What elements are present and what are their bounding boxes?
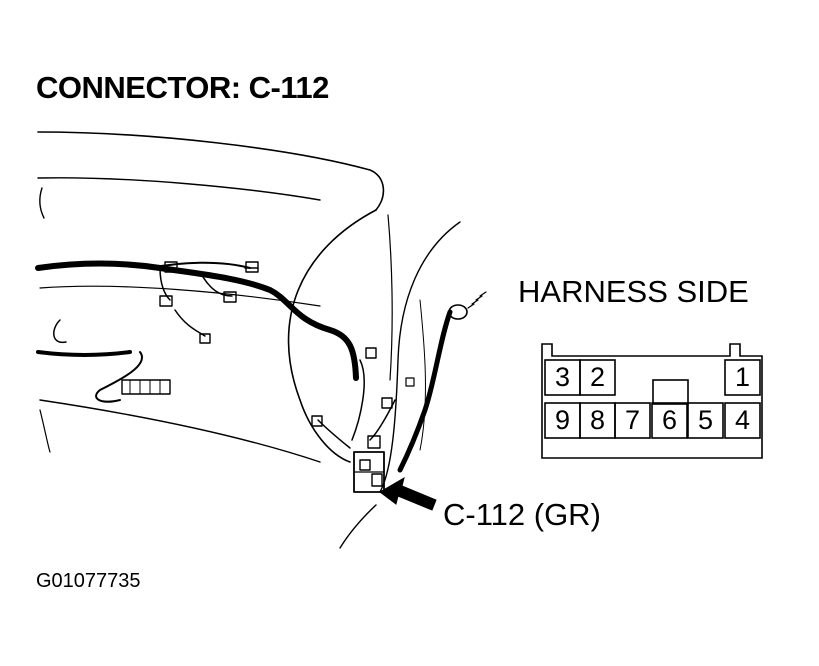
pin-6-label: 6 — [661, 405, 678, 435]
pin-5-label: 5 — [697, 405, 714, 435]
pin-7-label: 7 — [624, 405, 641, 435]
connector-callout-label: C-112 (GR) — [443, 497, 601, 532]
diagram-title: CONNECTOR: C-112 — [36, 70, 329, 105]
harness-side-label: HARNESS SIDE — [518, 274, 749, 309]
pin-1-label: 1 — [734, 362, 751, 392]
pin-3-label: 3 — [554, 362, 571, 392]
pin-2-label: 2 — [589, 362, 606, 392]
pin-9-label: 9 — [554, 405, 571, 435]
pin-4-label: 4 — [734, 405, 751, 435]
figure-id: G01077735 — [36, 570, 141, 592]
pin-8-label: 8 — [589, 405, 606, 435]
